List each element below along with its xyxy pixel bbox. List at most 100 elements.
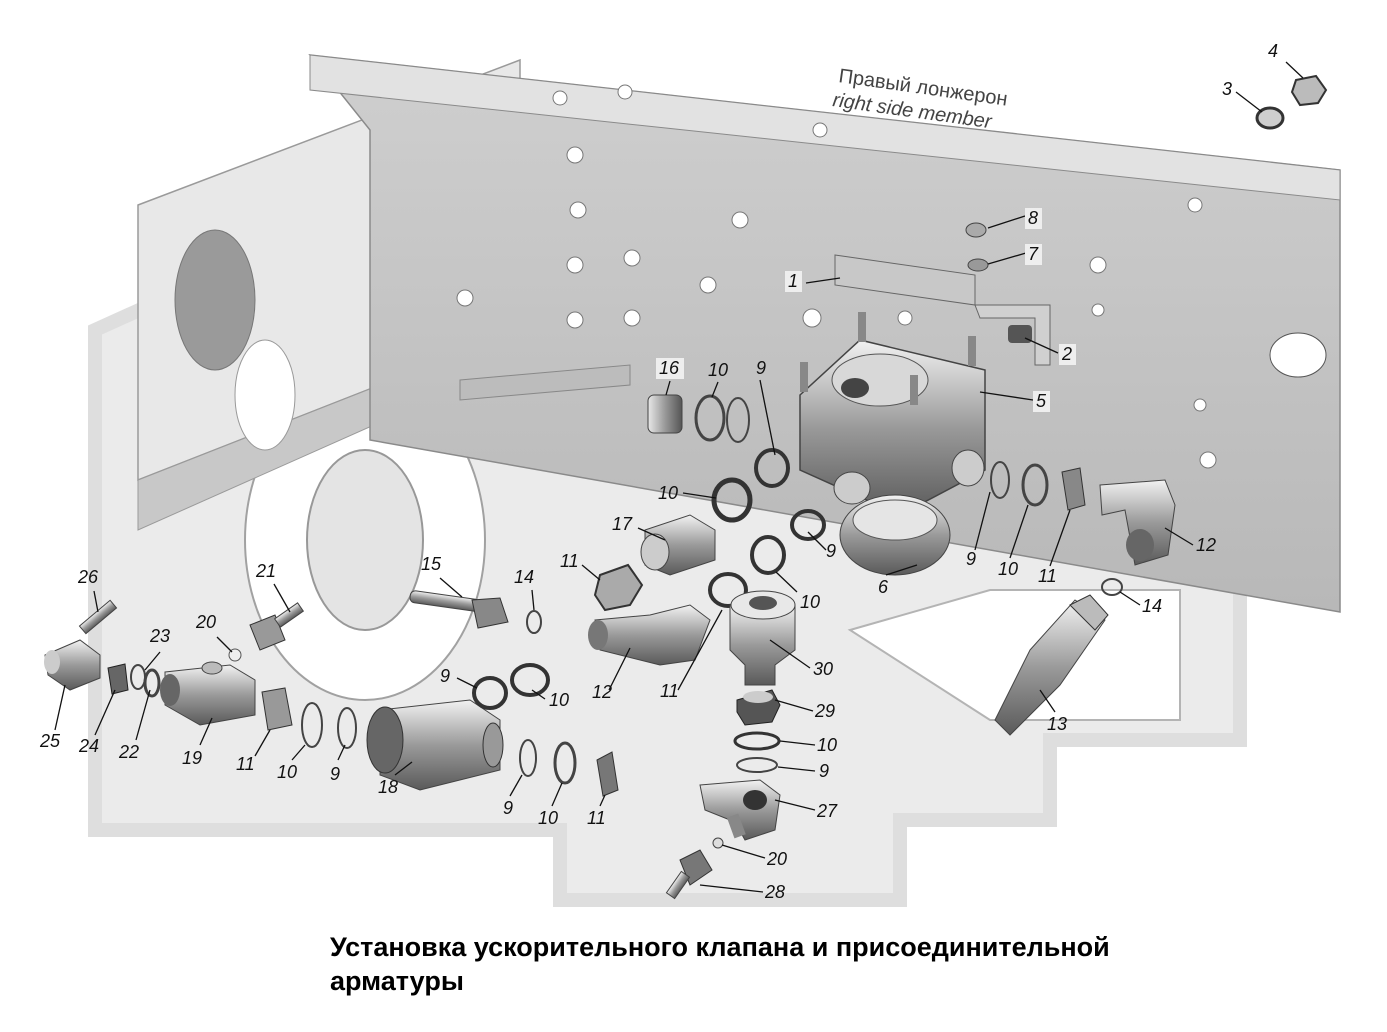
caption-line-1: Установка ускорительного клапана и присо… bbox=[330, 932, 1110, 962]
callout-number: 9 bbox=[330, 764, 340, 784]
callout-number: 16 bbox=[659, 358, 680, 378]
callout-c4: 4 bbox=[1268, 41, 1304, 79]
callout-number: 5 bbox=[1036, 391, 1047, 411]
callout-c27: 27 bbox=[774, 799, 838, 821]
callout-c10d: 10 bbox=[998, 504, 1029, 579]
seal-10-left bbox=[301, 702, 323, 748]
callout-c7: 7 bbox=[987, 244, 1042, 265]
leader-line bbox=[711, 381, 719, 398]
callout-box bbox=[785, 271, 802, 292]
leader-line bbox=[974, 491, 991, 551]
seal-9-r2 bbox=[990, 461, 1010, 499]
callout-number: 6 bbox=[878, 577, 889, 597]
leader-line bbox=[54, 684, 66, 731]
sensor-15 bbox=[409, 590, 509, 629]
callout-number: 10 bbox=[538, 808, 558, 828]
member-holes bbox=[456, 84, 1217, 469]
callout-number: 13 bbox=[1047, 714, 1067, 734]
fitting-16 bbox=[647, 394, 683, 434]
washer-8 bbox=[965, 222, 987, 238]
callout-number: 23 bbox=[149, 626, 170, 646]
leader-line bbox=[1049, 509, 1071, 567]
callout-c10a: 10 bbox=[708, 360, 728, 398]
callout-box bbox=[1025, 208, 1042, 229]
leader-line bbox=[775, 571, 798, 593]
leader-line bbox=[987, 252, 1027, 265]
callout-c14a: 14 bbox=[514, 567, 535, 611]
callout-c10f: 10 bbox=[277, 744, 306, 782]
plate bbox=[974, 304, 1051, 366]
cross-bar bbox=[459, 364, 631, 401]
callout-number: 25 bbox=[39, 731, 61, 751]
adapter-29 bbox=[736, 689, 781, 726]
callout-number: 18 bbox=[378, 777, 398, 797]
leader-line bbox=[199, 717, 213, 746]
leader-line bbox=[456, 677, 478, 689]
callout-c20b: 20 bbox=[721, 844, 787, 869]
leader-line bbox=[885, 564, 918, 576]
callout-number: 11 bbox=[560, 551, 579, 571]
callout-number: 17 bbox=[612, 514, 633, 534]
callout-c9e: 9 bbox=[330, 744, 346, 784]
washer-3 bbox=[1255, 106, 1285, 130]
leader-line bbox=[777, 766, 816, 772]
tee-30 bbox=[729, 590, 796, 686]
callout-c17: 17 bbox=[612, 514, 666, 541]
callout-c20a: 20 bbox=[195, 612, 233, 653]
right-side-member bbox=[308, 54, 1341, 613]
seal-10-stack bbox=[733, 731, 781, 751]
leader-line bbox=[979, 391, 1034, 401]
leader-line bbox=[805, 277, 841, 284]
banjo-27 bbox=[699, 779, 781, 841]
leader-line bbox=[291, 744, 306, 761]
callout-number: 4 bbox=[1268, 41, 1278, 61]
caption-line-2: арматуры bbox=[330, 966, 464, 996]
callout-number: 14 bbox=[514, 567, 534, 587]
callout-number: 9 bbox=[966, 549, 976, 569]
callout-number: 10 bbox=[277, 762, 297, 782]
callout-number: 20 bbox=[766, 849, 787, 869]
nut-11-bottom bbox=[596, 751, 619, 797]
callout-c19: 19 bbox=[182, 717, 213, 768]
seal-10-low bbox=[510, 663, 550, 697]
callout-c11b: 11 bbox=[1038, 509, 1071, 586]
callout-number: 7 bbox=[1028, 244, 1039, 264]
leader-line bbox=[682, 492, 717, 499]
seal-9-mid bbox=[754, 448, 790, 488]
block-18 bbox=[366, 699, 504, 791]
leader-line bbox=[774, 799, 816, 811]
leader-line bbox=[94, 689, 116, 736]
fitting-28 bbox=[665, 849, 713, 900]
leader-line bbox=[93, 590, 99, 613]
leader-line bbox=[677, 609, 723, 691]
leader-line bbox=[1009, 504, 1029, 559]
callout-c9g: 9 bbox=[777, 761, 829, 781]
callout-box bbox=[1059, 344, 1076, 365]
callout-number: 1 bbox=[788, 271, 798, 291]
leader-line bbox=[216, 636, 233, 653]
callout-number: 12 bbox=[1196, 535, 1216, 555]
callout-c10g: 10 bbox=[538, 782, 563, 828]
callout-box bbox=[656, 358, 684, 379]
elbow-12-mid bbox=[588, 604, 711, 666]
callout-number: 11 bbox=[660, 681, 679, 701]
callout-c12a: 12 bbox=[1164, 527, 1216, 555]
callout-number: 9 bbox=[503, 798, 513, 818]
plate-bolt bbox=[1008, 325, 1032, 343]
callout-c9f: 9 bbox=[503, 774, 523, 818]
leader-line bbox=[144, 651, 161, 671]
callout-c28: 28 bbox=[699, 882, 785, 902]
callout-number: 20 bbox=[195, 612, 216, 632]
callout-number: 26 bbox=[77, 567, 99, 587]
ball-20-stack bbox=[712, 837, 724, 849]
seal-11-ring bbox=[708, 572, 748, 608]
callout-c15: 15 bbox=[421, 554, 463, 598]
callout-number: 27 bbox=[816, 801, 838, 821]
seal-9-stack bbox=[736, 757, 778, 773]
callout-c8: 8 bbox=[987, 208, 1042, 229]
callout-c9a: 9 bbox=[756, 358, 776, 456]
callout-c24: 24 bbox=[78, 689, 116, 756]
leader-line bbox=[509, 774, 523, 797]
